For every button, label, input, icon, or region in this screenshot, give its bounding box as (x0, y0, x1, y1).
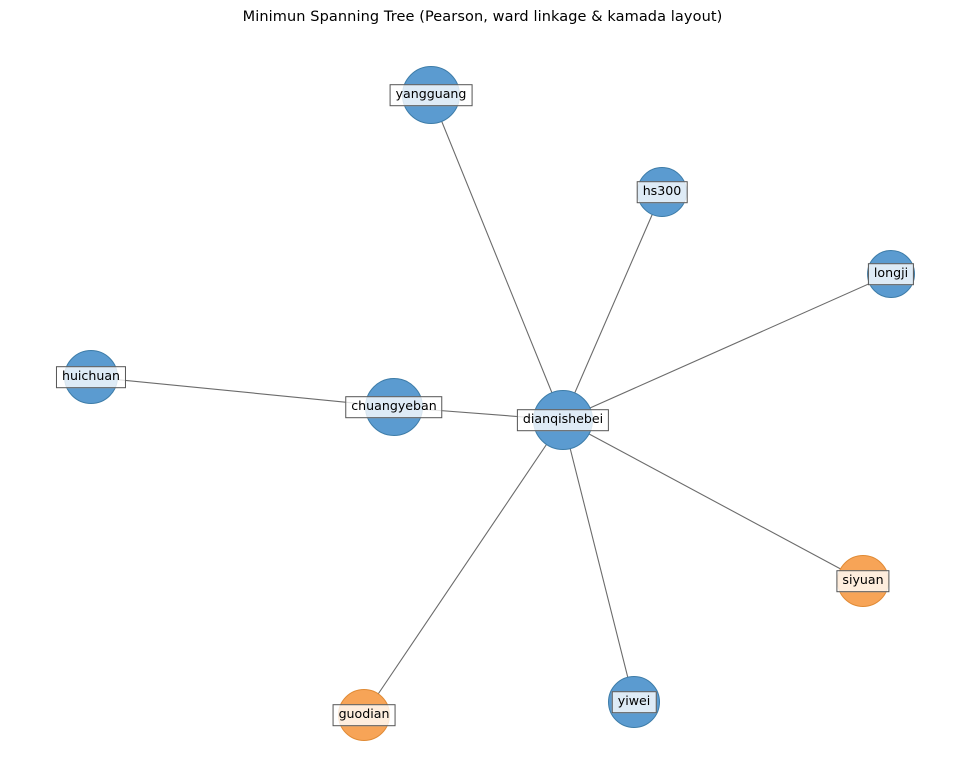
graph-edge (562, 419, 864, 582)
graph-edge (363, 419, 564, 716)
graph-edge (90, 376, 395, 408)
graph-node-label-siyuan: siyuan (836, 570, 890, 592)
graph-node-label-longji: longji (867, 263, 915, 285)
graph-node-label-dianqishebei: dianqishebei (516, 409, 610, 431)
graph-node-label-chuangyeban: chuangyeban (345, 396, 443, 418)
graph-edge (562, 419, 635, 703)
graph-node-label-yiwei: yiwei (611, 691, 657, 713)
graph-node-label-huichuan: huichuan (55, 366, 127, 388)
graph-node-label-guodian: guodian (332, 704, 396, 726)
graph-edge (562, 191, 663, 421)
graph-edge (562, 273, 892, 421)
graph-node-label-hs300: hs300 (636, 181, 688, 203)
graph-edge (430, 94, 564, 421)
edges-group (90, 94, 892, 716)
graph-node-label-yangguang: yangguang (389, 84, 473, 106)
